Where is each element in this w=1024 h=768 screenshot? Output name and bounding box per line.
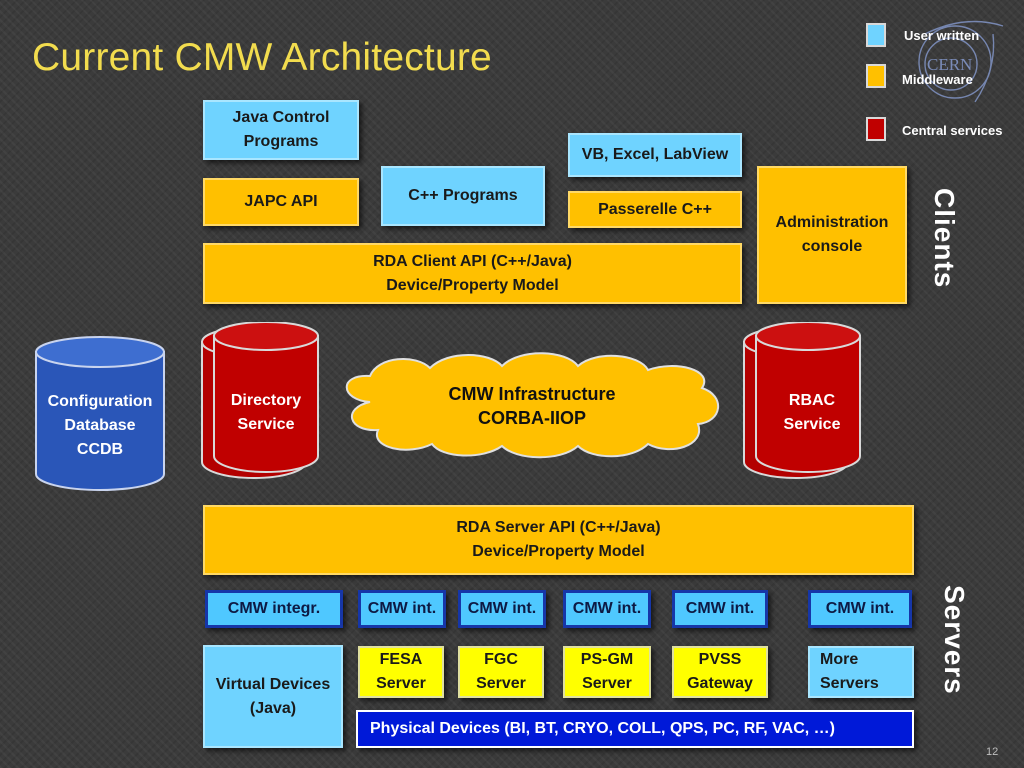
rda-client-line1: RDA Client API (C++/Java) [373, 252, 572, 270]
rbac-service-label: RBAC Service [760, 388, 864, 438]
directory-service-cylinder [201, 322, 319, 479]
fgc-line2: Server [476, 675, 526, 692]
vb-excel-labview-box: VB, Excel, LabView [568, 133, 742, 177]
cern-logo-text: CERN [927, 55, 972, 74]
infrastructure-line1: CMW Infrastructure [448, 384, 616, 404]
physical-devices-box: Physical Devices (BI, BT, CRYO, COLL, QP… [356, 710, 914, 748]
java-control-line1: Java Control [232, 109, 330, 126]
legend-label-user-written: User written [904, 28, 980, 43]
infrastructure-line2: CORBA-IIOP [478, 408, 586, 428]
java-control-programs-box: Java Control Programs [203, 100, 359, 160]
fgc-line1: FGC [484, 651, 518, 668]
cpp-programs-box: C++ Programs [381, 166, 545, 226]
cmw-int-box-4: CMW int. [672, 590, 768, 628]
physical-devices-label: Physical Devices (BI, BT, CRYO, COLL, QP… [370, 720, 835, 737]
cmw-int-label-1: CMW int. [367, 600, 437, 617]
cmw-int-label-5: CMW int. [825, 600, 895, 617]
rda-server-line1: RDA Server API (C++/Java) [456, 519, 661, 536]
cmw-int-label-4: CMW int. [685, 600, 755, 617]
psgm-line1: PS-GM [580, 651, 634, 668]
legend-swatch-central-services [866, 117, 886, 141]
java-control-line2: Programs [243, 133, 319, 150]
page-number: 12 [986, 746, 999, 758]
more-servers-line2: Servers [820, 675, 879, 692]
cmw-int-box-2: CMW int. [458, 590, 546, 628]
ccdb-label: Configuration Database CCDB [34, 390, 166, 462]
rbac-service-cylinder [743, 322, 861, 479]
directory-service-label: Directory Service [214, 388, 318, 438]
rbac-line2: Service [783, 416, 841, 433]
japc-api-label: JAPC API [244, 193, 318, 210]
cmw-int-label-3: CMW int. [572, 600, 642, 617]
rda-server-line2: Device/Property Model [472, 543, 645, 560]
fesa-server-box: FESA Server [358, 646, 444, 698]
fesa-line2: Server [376, 675, 426, 692]
vb-excel-label: VB, Excel, LabView [581, 146, 729, 163]
directory-line1: Directory [230, 392, 302, 409]
rda-server-api-box: RDA Server API (C++/Java) Device/Propert… [203, 505, 914, 575]
directory-line2: Service [237, 416, 295, 433]
admin-console-line2: console [801, 238, 863, 255]
cmw-int-box-5: CMW int. [808, 590, 912, 628]
cmw-int-box-3: CMW int. [563, 590, 651, 628]
cmw-int-box-1: CMW int. [358, 590, 446, 628]
more-servers-box: More Servers [808, 646, 914, 698]
cmw-infrastructure-label: CMW Infrastructure CORBA-IIOP [380, 380, 684, 432]
legend-label-central-services: Central services [902, 123, 1003, 138]
cmw-infrastructure-cloud [345, 352, 720, 459]
passerelle-box: Passerelle C++ [568, 191, 742, 228]
legend-swatch-middleware [866, 64, 886, 88]
pvss-line1: PVSS [698, 651, 742, 668]
cmw-integr-box: CMW integr. [205, 590, 343, 628]
psgm-line2: Server [582, 675, 632, 692]
fgc-server-box: FGC Server [458, 646, 544, 698]
cmw-integr-label: CMW integr. [227, 600, 321, 617]
admin-console-line1: Administration [775, 214, 889, 231]
virtual-devices-line1: Virtual Devices [215, 675, 331, 693]
cmw-int-label-2: CMW int. [467, 600, 537, 617]
clients-side-label: Clients [929, 188, 960, 289]
japc-api-box: JAPC API [203, 178, 359, 226]
cern-logo-watermark: CERN [918, 20, 1004, 103]
fesa-line1: FESA [379, 651, 423, 668]
pvss-line2: Gateway [687, 675, 753, 692]
virtual-devices-line2: (Java) [249, 699, 297, 717]
servers-side-label: Servers [939, 585, 970, 695]
administration-console-box: Administration console [757, 166, 907, 304]
slide-title: Current CMW Architecture [32, 36, 492, 79]
rbac-line1: RBAC [788, 392, 836, 409]
passerelle-label: Passerelle C++ [598, 200, 712, 218]
ccdb-line3: CCDB [76, 441, 124, 458]
legend-swatch-user-written [866, 23, 886, 47]
pvss-gateway-box: PVSS Gateway [672, 646, 768, 698]
more-servers-line1: More [820, 651, 859, 668]
rda-client-api-box: RDA Client API (C++/Java) Device/Propert… [203, 243, 742, 304]
rda-client-line2: Device/Property Model [386, 276, 559, 294]
cpp-programs-label: C++ Programs [408, 187, 518, 204]
legend-label-middleware: Middleware [902, 72, 973, 87]
ccdb-cylinder [35, 336, 165, 491]
ps-gm-server-box: PS-GM Server [563, 646, 651, 698]
ccdb-line2: Database [64, 417, 136, 434]
ccdb-line1: Configuration [47, 393, 153, 410]
virtual-devices-box: Virtual Devices (Java) [203, 645, 343, 748]
